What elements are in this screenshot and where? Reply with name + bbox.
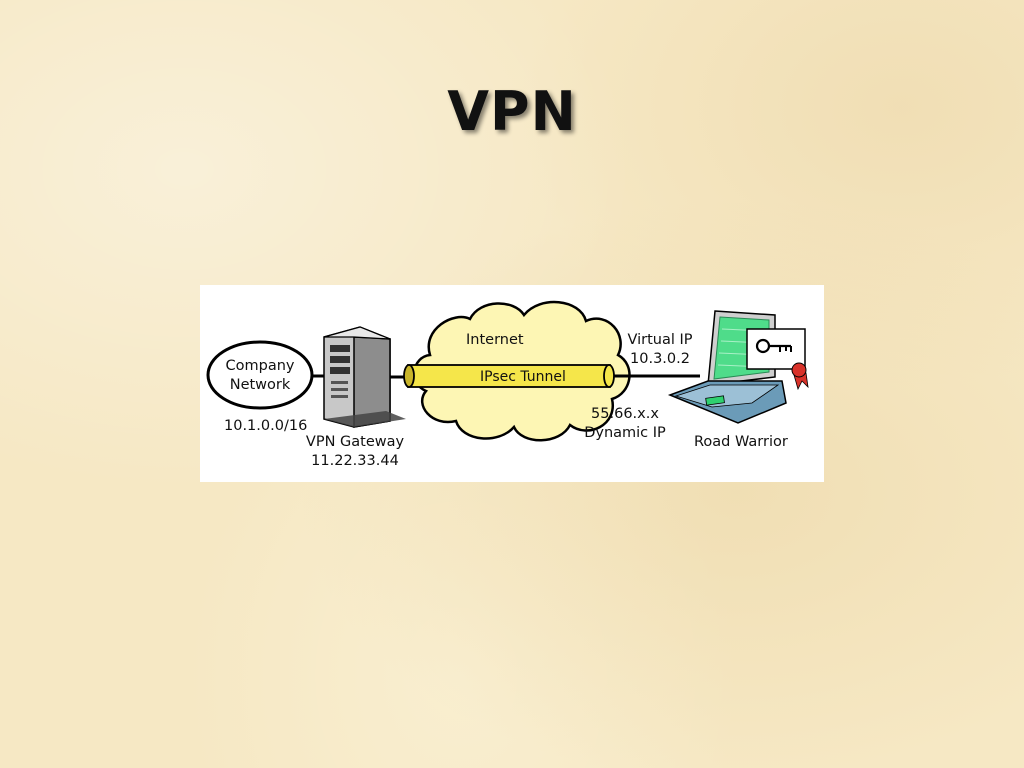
tunnel-right-end bbox=[603, 364, 615, 388]
company-network-ellipse bbox=[206, 340, 314, 410]
company-subnet-label: 10.1.0.0/16 bbox=[224, 418, 308, 434]
slide-title: VPN bbox=[447, 80, 577, 143]
tunnel-label: IPsec Tunnel bbox=[480, 369, 566, 385]
gateway-name-label: VPN Gateway bbox=[305, 434, 405, 450]
diagram-graphics bbox=[206, 300, 809, 442]
server-icon bbox=[323, 326, 406, 428]
virtual-ip-line1: Virtual IP bbox=[627, 332, 693, 348]
dynamic-ip-line2: Dynamic IP bbox=[584, 425, 666, 441]
company-network-label-line2: Network bbox=[229, 377, 291, 393]
gateway-ip-label: 11.22.33.44 bbox=[311, 453, 399, 469]
internet-label: Internet bbox=[466, 332, 524, 348]
virtual-ip-line2: 10.3.0.2 bbox=[630, 351, 690, 367]
certificate-icon bbox=[746, 328, 806, 370]
vpn-diagram: Company Network 10.1.0.0/16 VPN Gateway … bbox=[200, 285, 824, 482]
road-warrior-label: Road Warrior bbox=[694, 434, 788, 450]
tunnel-left-end bbox=[403, 364, 415, 388]
company-network-label-line1: Company bbox=[225, 358, 295, 374]
dynamic-ip-line1: 55.66.x.x bbox=[591, 406, 659, 422]
seal-icon bbox=[791, 362, 809, 391]
